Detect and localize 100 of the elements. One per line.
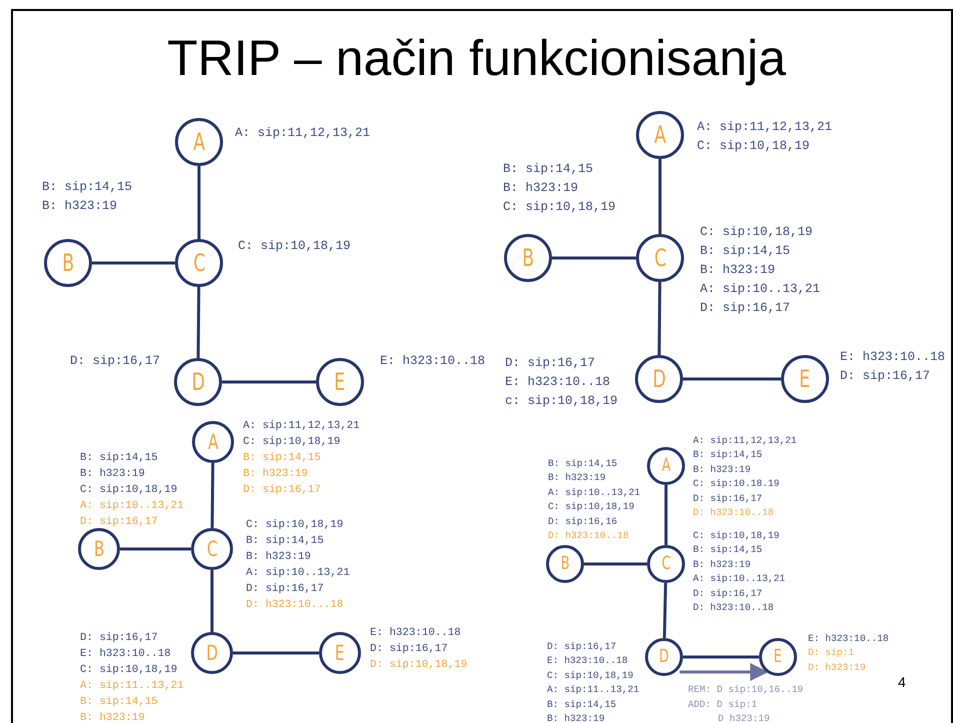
routing-entry: B: sip:14,15 xyxy=(243,451,321,466)
node-letter: C xyxy=(654,246,666,270)
connector-line xyxy=(680,663,768,681)
change-note: ADD: D sip:1 xyxy=(688,699,758,710)
routing-entry: C: sip:10,18,19 xyxy=(80,483,178,498)
routing-entry: C: sip:10,18,19 xyxy=(246,518,344,533)
node-letter: B xyxy=(94,538,104,560)
routing-entry: D: sip:16,17 xyxy=(243,483,321,498)
routing-entry: A: sip:11,12,13,21 xyxy=(235,125,370,142)
node-circle xyxy=(645,638,683,676)
routing-entry: D: sip:16,17 xyxy=(80,631,158,646)
routing-entry: B: sip:14,15 xyxy=(503,161,594,178)
connector-line xyxy=(584,562,647,566)
node-circle xyxy=(319,632,361,674)
routing-entry: A: sip:10..13,21 xyxy=(80,499,184,514)
connector-line xyxy=(552,256,636,260)
node-letter: D xyxy=(652,367,666,391)
routing-entry: C: sip:10,18,19 xyxy=(700,224,813,241)
routing-entry: B: h323:19 xyxy=(700,262,776,279)
node-letter: C xyxy=(206,538,218,560)
routing-entry: E: h323:10..18 xyxy=(380,353,486,370)
routing-entry: C: sip:10,18,19 xyxy=(243,435,340,450)
node-letter: E xyxy=(335,642,345,664)
node-circle xyxy=(191,632,233,674)
routing-entry: D: sip:16,17 xyxy=(693,492,762,506)
connector-line xyxy=(210,462,214,528)
routing-entry: B: sip:14,15 xyxy=(693,448,762,462)
node-circle xyxy=(635,355,683,403)
routing-entry: D: sip:10,18,19 xyxy=(370,658,468,673)
connector-line xyxy=(92,262,175,264)
connector-line xyxy=(683,656,759,658)
node-circle xyxy=(44,239,92,287)
node-circle xyxy=(781,355,829,403)
routing-entry: D: sip:16,17 xyxy=(700,300,790,317)
node-letter: D xyxy=(659,648,669,666)
routing-entry: D: h323:10..18 xyxy=(548,529,629,544)
node-circle xyxy=(316,358,364,406)
routing-entry: A: sip:10..13,21 xyxy=(548,486,640,500)
node-letter: C xyxy=(661,555,671,573)
routing-entry: B: sip:14,15 xyxy=(693,543,762,558)
node-circle xyxy=(78,528,120,570)
connector-line xyxy=(120,548,191,550)
node-letter: C xyxy=(192,251,206,275)
routing-entry: B: sip:14,15 xyxy=(548,457,618,471)
node-circle xyxy=(546,545,584,583)
connector-line xyxy=(210,570,214,632)
connector-line xyxy=(222,380,316,384)
connector-line xyxy=(233,652,319,654)
node-letter: E xyxy=(800,367,810,391)
node-circle xyxy=(174,358,222,406)
routing-entry: C: sip:10,18,19 xyxy=(548,500,634,514)
node-circle xyxy=(504,234,552,282)
routing-entry: B: h323:19 xyxy=(246,550,311,565)
node-circle xyxy=(647,545,685,583)
routing-entry: A: sip:11..13,21 xyxy=(547,683,640,698)
routing-entry: B: h323:19 xyxy=(80,467,145,482)
node-letter: A xyxy=(208,432,218,452)
node-circle xyxy=(647,447,685,485)
node-letter: A xyxy=(654,123,666,147)
node-circle xyxy=(192,421,234,463)
routing-entry: E: h323:10..18 xyxy=(80,647,171,662)
connector-line xyxy=(198,166,200,239)
routing-entry: E: h323:10..18 xyxy=(547,654,628,668)
node-letter: A xyxy=(193,130,205,154)
routing-entry: D: sip:16,16 xyxy=(548,514,618,529)
routing-entry: B: sip:14,15 xyxy=(42,179,132,196)
change-note: D h323:19 xyxy=(718,713,770,723)
node-letter: B xyxy=(62,251,74,275)
routing-entry: D: h323:10..18 xyxy=(693,506,774,520)
routing-entry: A: sip:10..13,21 xyxy=(246,566,350,581)
routing-entry: D: sip:16,17 xyxy=(505,355,596,372)
node-letter: D xyxy=(206,642,218,664)
routing-entry: D: sip:16,17 xyxy=(840,368,930,385)
routing-entry: D: sip:16,17 xyxy=(370,642,448,657)
node-letter: E xyxy=(334,370,346,394)
routing-entry: D: sip:1 xyxy=(808,646,854,660)
routing-entry: C: sip:10,18,19 xyxy=(697,138,810,155)
routing-entry: c: sip:10,18,19 xyxy=(505,393,618,410)
routing-entry: B: sip:14,15 xyxy=(80,695,158,710)
routing-entry: A: sip:11,12,13,21 xyxy=(693,434,797,448)
routing-entry: D: h323:10...18 xyxy=(246,598,344,613)
change-note: REM: D sip:10,16..19 xyxy=(688,684,804,695)
routing-entry: C: sip:10,18,19 xyxy=(693,529,780,543)
node-letter: E xyxy=(774,648,782,666)
node-circle xyxy=(636,111,684,159)
routing-entry: E: h323:10..18 xyxy=(808,632,889,646)
node-letter: A xyxy=(662,457,670,475)
routing-entry: D: h323:19 xyxy=(808,660,866,675)
routing-entry: E: h323:10..18 xyxy=(370,626,461,641)
routing-entry: C: sip:10.18.19 xyxy=(693,477,780,492)
connector-line xyxy=(196,286,200,358)
routing-entry: D: sip:16,17 xyxy=(246,582,324,597)
routing-entry: C: sip:10,18,19 xyxy=(547,668,634,683)
routing-entry: E: h323:10..18 xyxy=(840,349,946,366)
routing-entry: D: sip:16,17 xyxy=(693,586,762,601)
routing-entry: D: sip:16,17 xyxy=(70,353,160,370)
routing-entry: B: sip:14,15 xyxy=(246,534,324,549)
routing-entry: B: h323:19 xyxy=(243,467,308,482)
node-circle xyxy=(191,528,233,570)
routing-entry: A: sip:10..13,21 xyxy=(700,281,820,298)
